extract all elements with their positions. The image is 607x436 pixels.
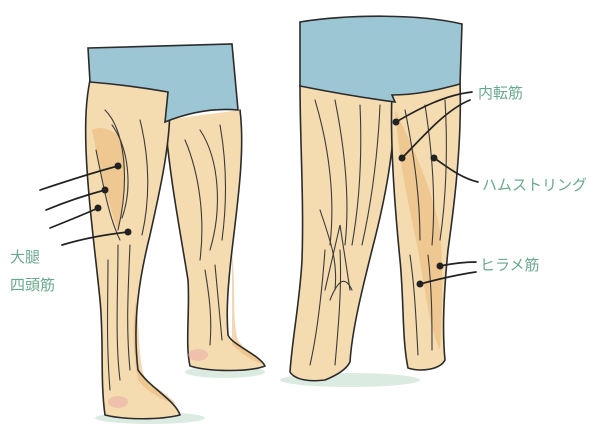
front-view-legs <box>86 44 265 419</box>
quadriceps-label-line2: 四頭筋 <box>10 276 55 294</box>
hamstrings-label: ハムストリング <box>482 176 587 194</box>
adductors-label: 内転筋 <box>478 84 523 102</box>
soleus-label: ヒラメ筋 <box>480 256 540 274</box>
back-view-legs <box>290 16 462 380</box>
quadriceps-label-line1: 大腿 <box>10 248 40 266</box>
